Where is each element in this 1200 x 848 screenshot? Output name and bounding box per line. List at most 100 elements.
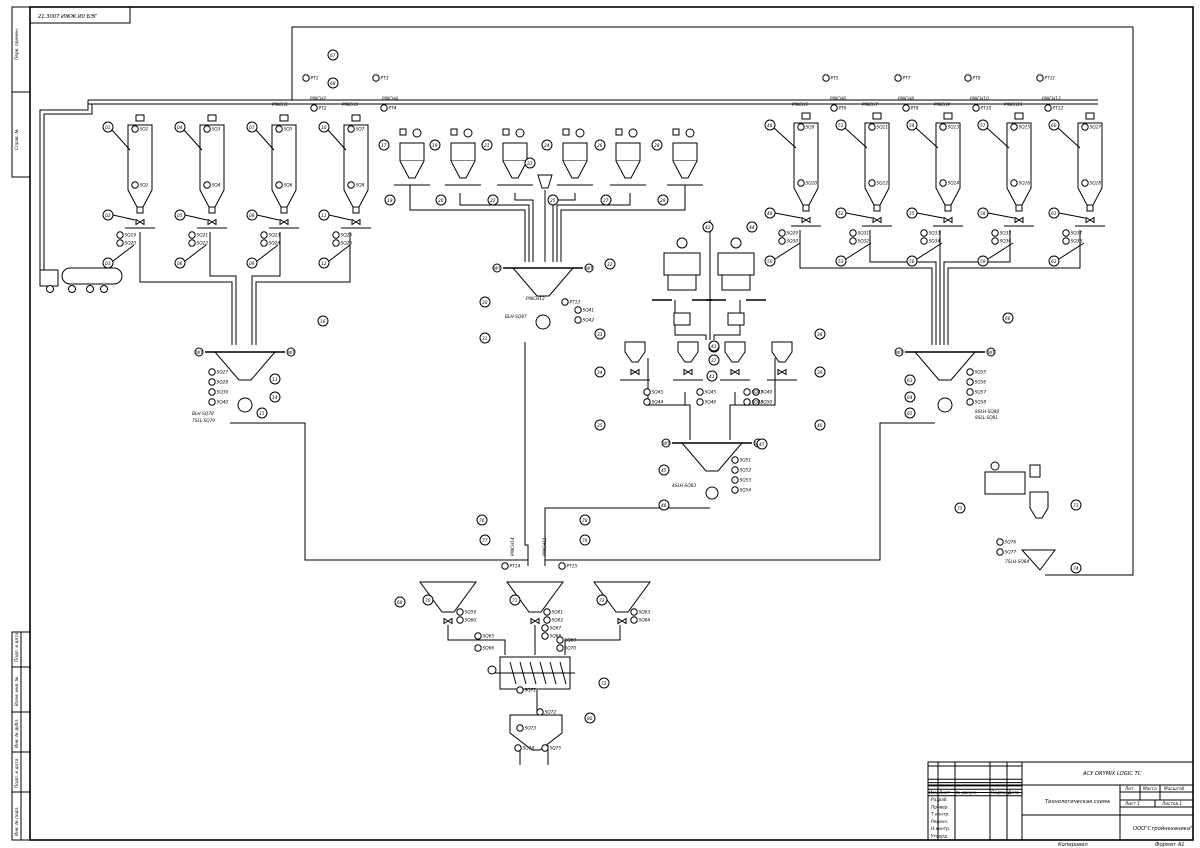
sensor-tag: PT6 (830, 104, 847, 112)
sensor-label: PT8 (911, 106, 919, 112)
position-callout: 39 (814, 366, 826, 378)
truck-wheel (100, 285, 108, 293)
sensor-tag: SQ20 (116, 239, 136, 247)
sensor-tag: SQ10 (797, 179, 817, 187)
sensor-tag: SQ28 (208, 378, 228, 386)
position-callout: 69 (394, 596, 406, 608)
sensor-circle (456, 616, 464, 624)
callout-circle (904, 391, 916, 403)
leader-line (916, 212, 944, 219)
rotary-feeder (237, 397, 253, 413)
code-stamp: 21.3007 ИЖЖ.И0 БЭГ (38, 14, 98, 20)
sensor-tag: SQ19 (116, 231, 136, 239)
position-callout: 65 (904, 407, 916, 419)
callout-circle (814, 366, 826, 378)
valve-body (443, 617, 453, 625)
sensor-circle (1010, 123, 1018, 131)
sensor-circle (868, 123, 876, 131)
sensor-circle (208, 388, 216, 396)
company-name: ООО"Стройнеханика" (1133, 826, 1192, 832)
big-bag (673, 312, 691, 326)
callout-number: 31 (482, 336, 488, 342)
sensor-label: SQ46 (705, 400, 717, 406)
sensor-circle (208, 368, 216, 376)
valve-body (683, 368, 693, 376)
bunker (610, 128, 646, 186)
bin-body (509, 714, 563, 751)
truck-wheel (68, 285, 76, 293)
sensor-circle (372, 74, 380, 82)
sensor-label: PT5 (831, 76, 839, 82)
silo-body (864, 122, 890, 206)
position-callout: 07 (246, 121, 258, 133)
sensor-tag: SQ26 (332, 239, 353, 247)
callout-circle (835, 255, 847, 267)
callout-circle (422, 594, 434, 606)
callout-circle (102, 209, 114, 221)
valve-body (801, 216, 811, 224)
valve-body (730, 368, 740, 376)
sensor-label: SQ32 (858, 239, 870, 245)
callout-circle (661, 438, 671, 448)
callout-circle (479, 332, 491, 344)
leader-line (184, 244, 207, 262)
position-callout: 74 (1070, 562, 1082, 574)
position-callout: 01 (102, 121, 114, 133)
sensor-label: SQ6 (284, 183, 293, 189)
mixer-hopper (419, 581, 477, 613)
silo-filter (943, 112, 953, 120)
position-callout: 58 (977, 207, 989, 219)
sensor-circle (731, 486, 739, 494)
callout-number: WT (663, 441, 670, 447)
pinch-label: PINCH10 (970, 96, 989, 102)
sensor-tag: SQ73 (516, 724, 536, 732)
callout-number: 70 (425, 598, 431, 604)
callout-number: 04 (177, 125, 183, 131)
sensor-circle (1062, 229, 1070, 237)
sensor-label: SQ23 (269, 233, 281, 239)
callout-circle (706, 370, 718, 382)
sensor-circle (920, 229, 928, 237)
callout-number: 73 (1073, 503, 1079, 509)
sensor-tag: SQ32 (849, 237, 870, 245)
sensor-circle (991, 237, 999, 245)
position-callout: 47 (756, 438, 768, 450)
callout-number: 62 (1051, 259, 1057, 265)
position-callout: 72 (598, 677, 610, 689)
position-callout: WT (492, 263, 502, 273)
sensor-circle (116, 231, 124, 239)
position-callout: 20 (435, 194, 447, 206)
pinch-label: PINCH1 (272, 102, 288, 108)
callout-number: 63 (907, 378, 913, 384)
sensor-circle (208, 398, 216, 406)
tb-role: Провер. (931, 804, 949, 810)
silo-outlet (352, 206, 360, 214)
sensor-label: SQ53 (740, 478, 752, 484)
sensor-tag: SQ65 (474, 632, 494, 640)
sensor-label: SQ76 (1005, 540, 1017, 546)
sensor-circle (347, 181, 355, 189)
callout-circle (904, 374, 916, 386)
position-callout: 49 (764, 207, 776, 219)
position-callout: 80 (584, 712, 596, 724)
callout-number: 10 (321, 125, 327, 131)
callout-circle (658, 499, 670, 511)
callout-number: WT (896, 350, 903, 356)
sensor-tag: SQ38 (1062, 237, 1082, 245)
sensor-circle (966, 368, 974, 376)
sensor-circle (752, 398, 760, 406)
silo-valve-icon (801, 216, 811, 224)
callout-number: 13 (272, 377, 278, 383)
position-callout: 08 (246, 209, 258, 221)
callout-circle (814, 419, 826, 431)
callout-number: 34 (597, 370, 603, 376)
scale-hopper (511, 267, 575, 297)
sensor-label: SQ26 (341, 241, 353, 247)
sensor-label: SQ3 (212, 127, 221, 133)
callout-number: 38 (817, 332, 823, 338)
position-callout: 05 (174, 209, 186, 221)
sensor-tag: SQ47 (743, 388, 763, 396)
valve-body (279, 218, 289, 226)
sensor-label: SQ63 (639, 610, 651, 616)
bunker-cone (399, 160, 425, 179)
